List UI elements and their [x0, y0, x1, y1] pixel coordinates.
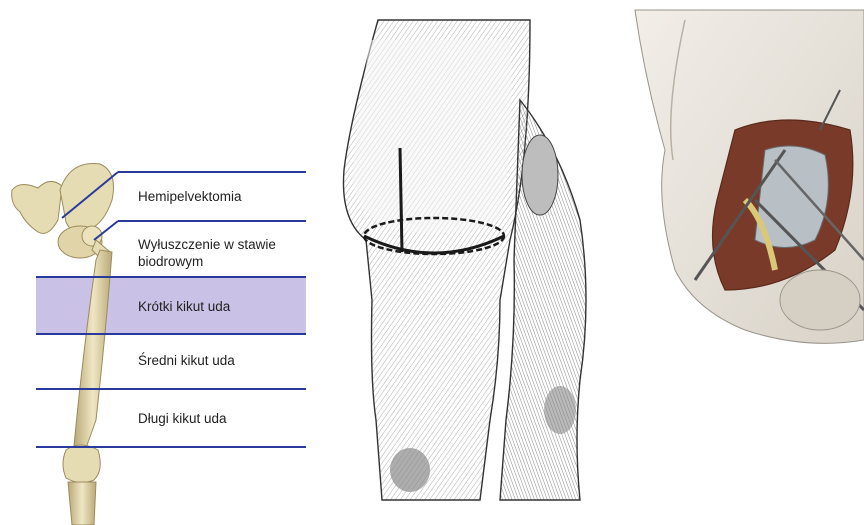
- level-line-long-bottom: [36, 446, 306, 448]
- level-label-short-stump: Krótki kikut uda: [138, 298, 308, 315]
- surgical-field-drawing: [625, 0, 864, 525]
- level-label-hemipelvectomy: Hemipelvektomia: [138, 188, 308, 205]
- level-line-medium-bottom: [36, 388, 306, 390]
- amputation-levels-diagram: Hemipelvektomia Wyłuszczenie w stawie bi…: [0, 0, 310, 525]
- level-line-short-top: [36, 276, 306, 278]
- thigh-incision-drawing-icon: [330, 0, 610, 525]
- level-label-long-stump: Długi kikut uda: [138, 410, 308, 427]
- level-label-medium-stump: Średni kikut uda: [138, 352, 308, 369]
- surgical-field-drawing-icon: [625, 0, 864, 525]
- thigh-incision-drawing: [330, 0, 610, 525]
- level-label-hip-disarticulation: Wyłuszczenie w stawie biodrowym: [138, 236, 308, 270]
- incision-vertical: [400, 148, 402, 252]
- level-line-short-bottom: [36, 333, 306, 335]
